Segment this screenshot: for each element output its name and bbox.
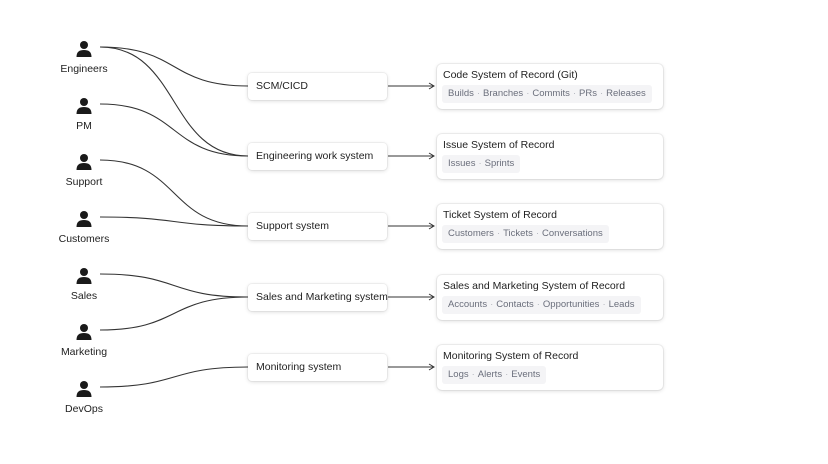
arrowhead-icon — [428, 222, 435, 230]
actor-label: PM — [76, 120, 92, 132]
entity-chip: Leads — [608, 299, 635, 310]
actor-marketing[interactable]: Marketing — [44, 323, 124, 358]
system-monitoring[interactable]: Monitoring system — [248, 354, 387, 381]
person-icon — [76, 381, 92, 397]
separator-dot: · — [478, 158, 482, 169]
record-title: Code System of Record (Git) — [443, 69, 578, 81]
connector-line — [99, 46, 249, 157]
actor-label: Marketing — [60, 346, 108, 358]
entity-chip: Logs — [448, 369, 469, 380]
entity-chip: Conversations — [542, 228, 603, 239]
actor-sales[interactable]: Sales — [44, 267, 124, 302]
person-icon — [76, 154, 92, 170]
system-engineering-work[interactable]: Engineering work system — [248, 143, 387, 170]
entity-chip: Sprints — [484, 158, 515, 169]
entity-chip: Builds — [448, 88, 474, 99]
record-code[interactable]: Code System of Record (Git) Builds·Branc… — [437, 64, 663, 109]
arrowhead-icon — [428, 363, 435, 371]
record-ticket[interactable]: Ticket System of Record Customers·Ticket… — [437, 204, 663, 249]
record-entities: Logs·Alerts·Events — [442, 366, 547, 384]
separator-dot: · — [599, 88, 604, 99]
separator-dot: · — [476, 88, 481, 99]
person-icon — [76, 211, 92, 227]
person-icon — [76, 41, 92, 57]
separator-dot: · — [505, 369, 509, 380]
entity-chip: Events — [511, 369, 541, 380]
record-title: Sales and Marketing System of Record — [443, 280, 626, 292]
connector-line — [99, 103, 249, 157]
arrowhead-icon — [428, 82, 435, 90]
record-entities: Issues·Sprints — [442, 155, 521, 173]
entity-chip: Commits — [532, 88, 570, 99]
connector-line — [99, 296, 249, 331]
actor-label: Sales — [70, 290, 98, 302]
actor-customers[interactable]: Customers — [44, 210, 124, 245]
record-title: Monitoring System of Record — [443, 350, 579, 362]
entity-chip: Alerts — [477, 369, 503, 380]
actor-devops[interactable]: DevOps — [44, 380, 124, 415]
entity-chip: Tickets — [503, 228, 533, 239]
record-sales-marketing[interactable]: Sales and Marketing System of Record Acc… — [437, 275, 663, 320]
separator-dot: · — [535, 228, 540, 239]
record-title: Issue System of Record — [443, 139, 555, 151]
person-icon — [76, 268, 92, 284]
entity-chip: PRs — [579, 88, 597, 99]
actor-label: Support — [65, 176, 103, 188]
entity-chip: Issues — [448, 158, 476, 169]
record-issue[interactable]: Issue System of Record Issues·Sprints — [437, 134, 663, 179]
entity-chip: Releases — [606, 88, 646, 99]
system-support[interactable]: Support system — [248, 213, 387, 240]
person-icon — [76, 324, 92, 340]
entity-chip: Opportunities — [542, 299, 600, 310]
connector-line — [99, 159, 249, 227]
entity-chip: Contacts — [496, 299, 534, 310]
system-sales-marketing[interactable]: Sales and Marketing system — [248, 284, 388, 311]
entity-chip: Customers — [448, 228, 494, 239]
separator-dot: · — [490, 299, 494, 310]
actor-engineers[interactable]: Engineers — [44, 40, 124, 75]
person-icon — [76, 98, 92, 114]
actor-label: Customers — [58, 233, 110, 245]
actor-label: DevOps — [65, 403, 103, 415]
system-scm-cicd[interactable]: SCM/CICD — [248, 73, 387, 100]
record-entities: Builds·Branches·Commits·PRs·Releases — [442, 85, 652, 103]
separator-dot: · — [471, 369, 475, 380]
arrowhead-icon — [428, 152, 435, 160]
separator-dot: · — [496, 228, 501, 239]
record-entities: Customers·Tickets·Conversations — [442, 225, 609, 243]
connector-line — [99, 273, 249, 298]
connector-line — [99, 366, 249, 388]
record-entities: Accounts·Contacts·Opportunities·Leads — [442, 296, 641, 314]
actor-support[interactable]: Support — [44, 153, 124, 188]
entity-chip: Accounts — [448, 299, 488, 310]
connector-line — [99, 216, 249, 227]
record-title: Ticket System of Record — [443, 209, 557, 221]
entity-chip: Branches — [483, 88, 524, 99]
record-monitoring[interactable]: Monitoring System of Record Logs·Alerts·… — [437, 345, 663, 390]
connector-line — [99, 46, 249, 87]
separator-dot: · — [526, 88, 530, 99]
separator-dot: · — [572, 88, 577, 99]
actor-pm[interactable]: PM — [44, 97, 124, 132]
actor-label: Engineers — [60, 63, 108, 75]
separator-dot: · — [602, 299, 606, 310]
arrowhead-icon — [428, 293, 435, 301]
separator-dot: · — [536, 299, 540, 310]
